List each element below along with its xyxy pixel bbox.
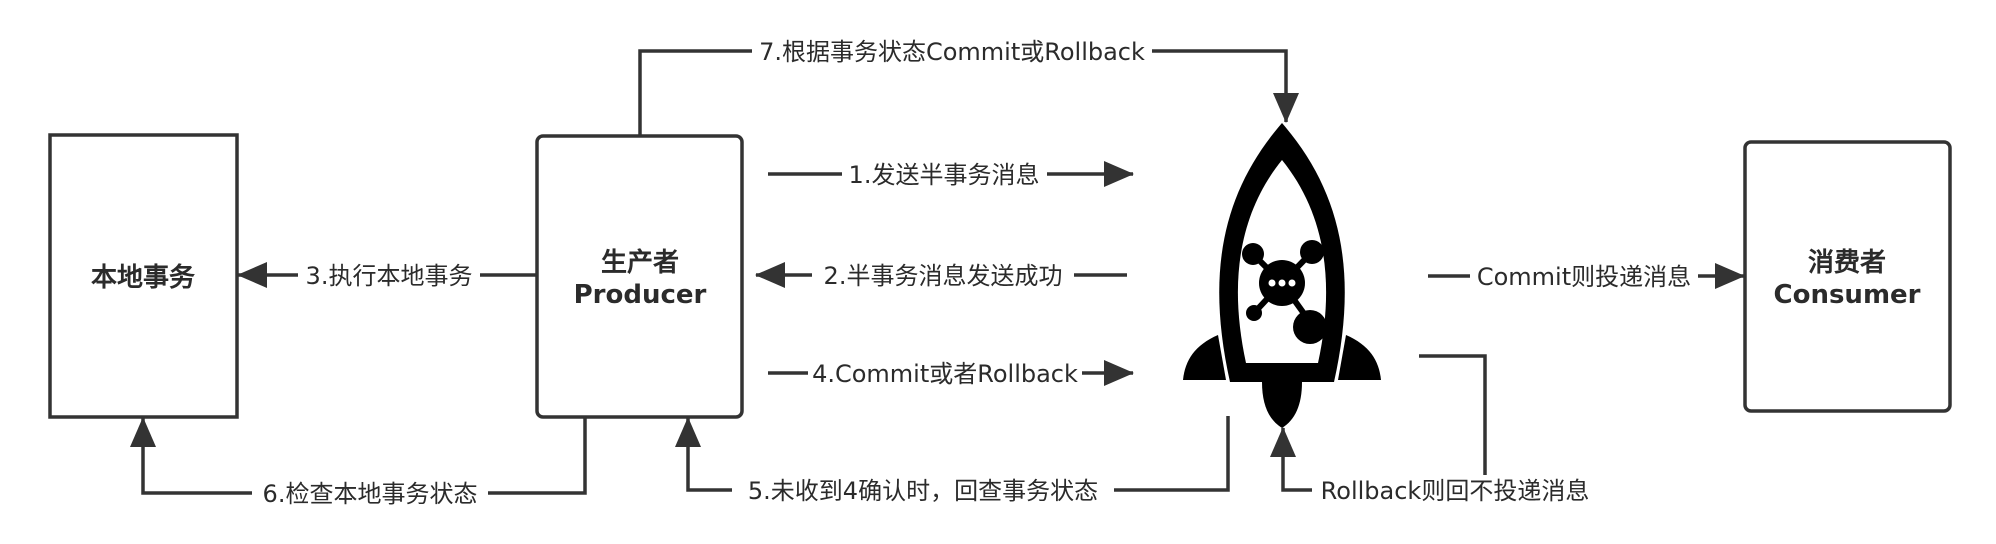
edge-commit-label: Commit则投递消息	[1477, 263, 1691, 291]
edge-step1-label: 1.发送半事务消息	[849, 161, 1040, 189]
producer-label-cn: 生产者	[601, 248, 679, 278]
edge-step4-label: 4.Commit或者Rollback	[812, 360, 1078, 388]
edge-rollback-label: Rollback则回不投递消息	[1321, 477, 1590, 505]
edge-step6-label: 6.检查本地事务状态	[263, 480, 478, 508]
local-transaction-box: 本地事务	[48, 133, 239, 419]
producer-box: 生产者 Producer	[535, 134, 744, 419]
consumer-label-cn: 消费者	[1808, 248, 1886, 278]
local-transaction-label: 本地事务	[91, 263, 195, 293]
edge-step3-label: 3.执行本地事务	[306, 262, 473, 290]
edge-step2-label: 2.半事务消息发送成功	[824, 262, 1063, 290]
edge-step5-label: 5.未收到4确认时，回查事务状态	[748, 477, 1098, 505]
producer-label-en: Producer	[574, 280, 707, 310]
edge-labels: 7.根据事务状态Commit或Rollback 1.发送半事务消息 2.半事务消…	[252, 36, 1698, 508]
rocket-icon	[1183, 123, 1381, 428]
consumer-label-en: Consumer	[1774, 280, 1921, 310]
edge-step7-label: 7.根据事务状态Commit或Rollback	[759, 38, 1145, 66]
consumer-box: 消费者 Consumer	[1743, 140, 1952, 413]
